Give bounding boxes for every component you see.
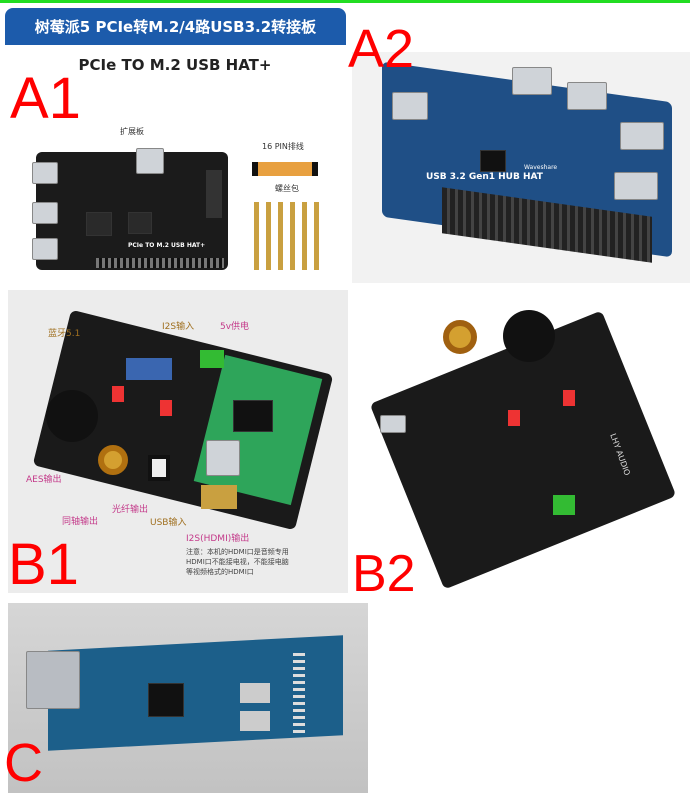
label-b2: B2 <box>352 545 416 603</box>
callout-i2s-hdmi-out: I2S(HDMI)输出 <box>186 534 250 544</box>
callout-usb-in: USB输入 <box>150 518 187 528</box>
note-line: HDMI口不能接电视，不能接电脑 <box>186 558 289 566</box>
a2-board-image: USB 3.2 Gen1 HUB HAT Waveshare <box>352 52 690 283</box>
a1-board-image: PCIe TO M.2 USB HAT+ <box>32 148 228 270</box>
b1-note: 注意：本机的HDMI口是音频专用 HDMI口不能接电视，不能接电脑 等视频格式的… <box>186 547 289 577</box>
a1-subtitle: PCIe TO M.2 USB HAT+ <box>78 56 272 74</box>
note-line: 等视频格式的HDMI口 <box>186 568 254 576</box>
label-c: C <box>4 733 43 793</box>
a1-board-caption: 扩展板 <box>120 127 144 136</box>
callout-bluetooth: 蓝牙5.1 <box>48 329 81 339</box>
callout-optical-out: 光纤输出 <box>112 505 149 515</box>
label-b1: B1 <box>8 532 79 597</box>
a2-brand: Waveshare <box>524 164 558 171</box>
a2-silkscreen: USB 3.2 Gen1 HUB HAT <box>426 172 543 182</box>
callout-i2s-in: I2S输入 <box>162 322 195 332</box>
label-a2: A2 <box>348 19 415 79</box>
ribbon-cable-image <box>252 162 318 176</box>
banner-title: 树莓派5 PCIe转M.2/4路USB3.2转接板 <box>34 18 317 36</box>
top-accent-line <box>0 0 690 3</box>
label-a1: A1 <box>10 66 81 131</box>
screws-image <box>250 202 320 270</box>
callout-power: 5v供电 <box>220 322 250 332</box>
callout-coax-out: 同轴输出 <box>62 517 99 527</box>
product-title-banner: 树莓派5 PCIe转M.2/4路USB3.2转接板 <box>5 8 346 45</box>
c-board-image <box>8 603 368 793</box>
b1-board-image <box>8 290 348 593</box>
b2-board-image: LHY AUDIO <box>358 290 683 597</box>
a1-screws-caption: 螺丝包 <box>275 184 299 193</box>
a1-silkscreen: PCIe TO M.2 USB HAT+ <box>128 242 206 249</box>
note-line: 注意：本机的HDMI口是音频专用 <box>186 548 289 556</box>
a1-cable-caption: 16 PIN排线 <box>262 142 304 151</box>
callout-aes-out: AES输出 <box>26 475 62 485</box>
